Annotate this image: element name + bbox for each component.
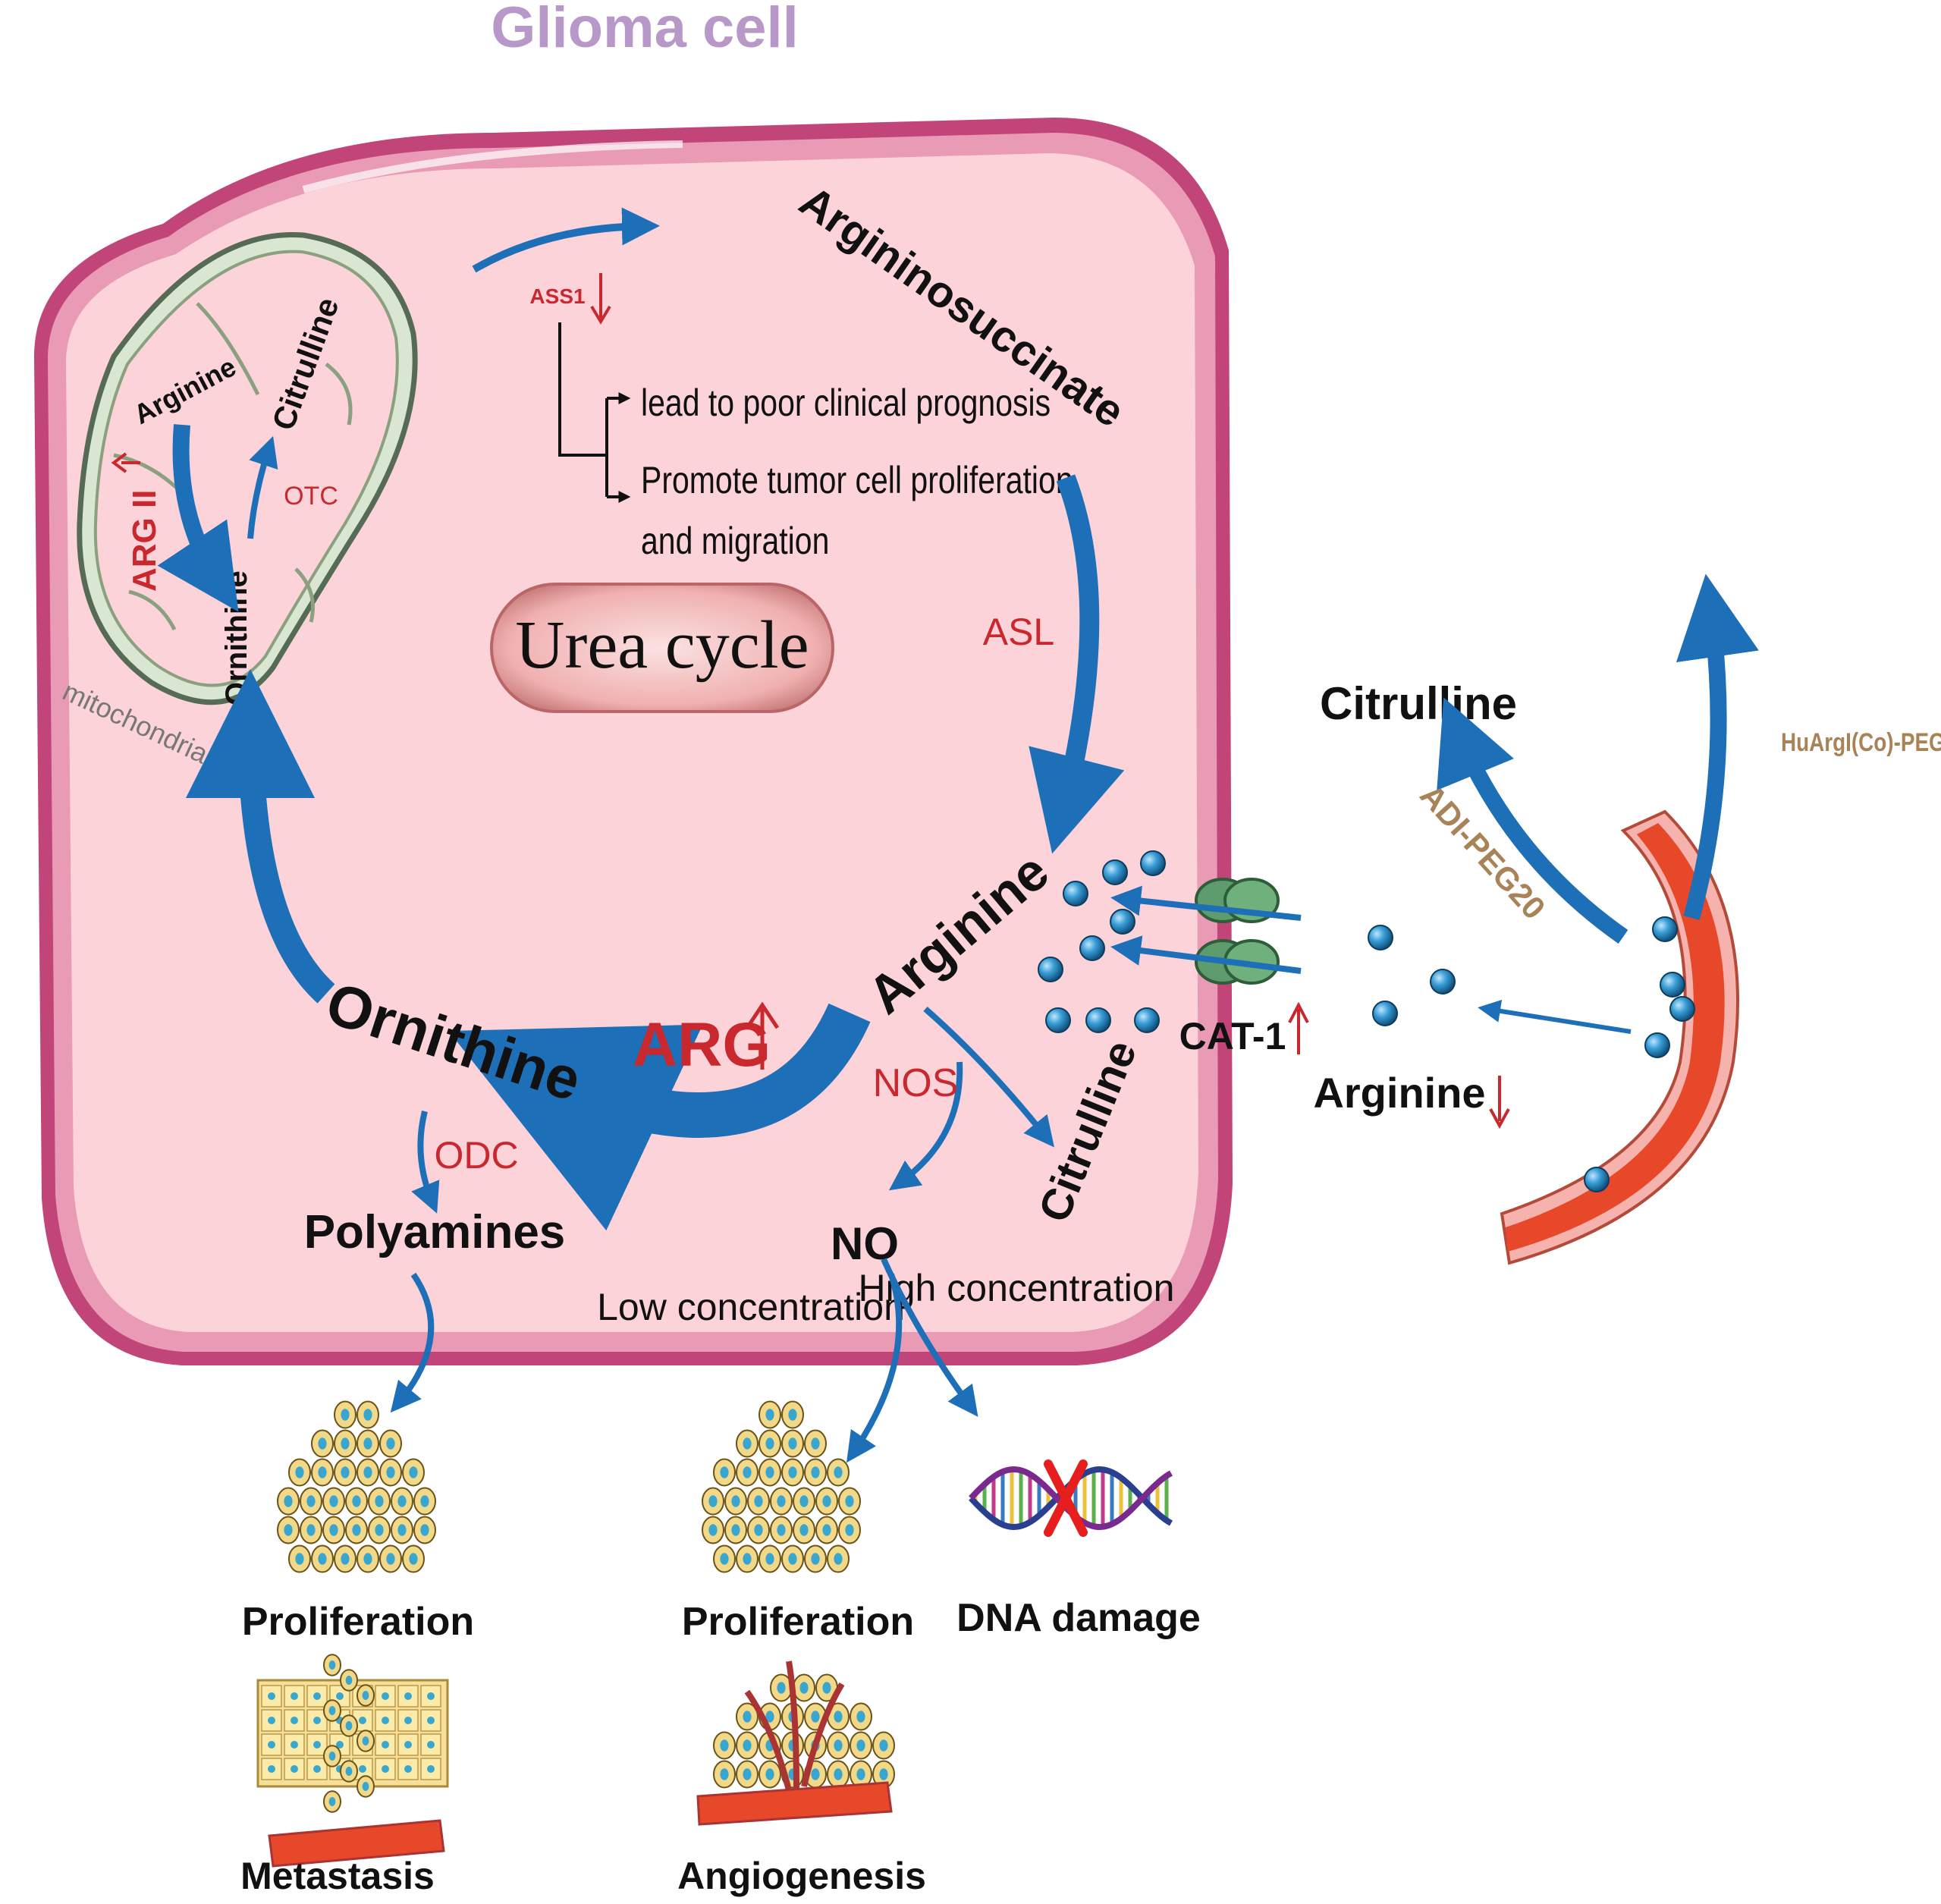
polyamines-label: Polyamines — [304, 1206, 566, 1258]
no-low-to-proliferation-arrow — [846, 1273, 903, 1463]
vessel-to-arginine-arrow — [1478, 999, 1632, 1034]
high-concentration-label: High concentration — [859, 1267, 1175, 1309]
otc-conversion-arrow — [247, 435, 278, 539]
extracellular-arginine-down-arrow-icon — [1489, 1076, 1510, 1130]
ass1-down-arrow-icon — [590, 273, 611, 325]
consequence-proliferation-line2: and migration — [641, 520, 829, 562]
arg2-conversion-arrow — [157, 424, 239, 612]
extracellular-arginine-label: Arginine — [1313, 1069, 1485, 1117]
urea-cycle-label: Urea cycle — [515, 608, 809, 683]
ass1-consequence-bracket — [558, 322, 631, 503]
adi-peg20-arrow — [1437, 697, 1628, 944]
enzyme-nos-label: NOS — [873, 1061, 959, 1105]
odc-arrow — [411, 1111, 440, 1214]
low-concentration-label: Low concentration — [597, 1286, 905, 1328]
outcome-angiogenesis-label: Angiogenesis — [677, 1855, 926, 1897]
angiogenesis-icon — [713, 1673, 895, 1789]
outcome-metastasis-label: Metastasis — [240, 1855, 435, 1897]
consequence-proliferation-line1: Promote tumor cell proliferation — [641, 459, 1073, 501]
ornithine-to-mitochondria-arrow — [186, 669, 335, 1004]
enzyme-arg-label: ARG — [633, 1010, 771, 1079]
arg2-up-arrow-icon — [111, 452, 140, 473]
proliferation-1-cluster-icon — [277, 1400, 436, 1573]
dna-damage-cross-icon — [1044, 1459, 1088, 1537]
arginine-molecules — [1038, 850, 1456, 1033]
arg-up-arrow-icon — [745, 1001, 780, 1070]
mito-ornithine-label: Ornithine — [220, 570, 253, 705]
enzyme-otc-label: OTC — [284, 482, 338, 511]
no-high-to-dna-damage-arrow — [881, 1258, 978, 1417]
cat1-label: CAT-1 — [1179, 1015, 1286, 1057]
asl-arrow — [1029, 474, 1125, 854]
nos-to-citrulline-arrow — [923, 1006, 1054, 1148]
drug-huarg-label: HuArgI(Co)-PEG5000 — [1781, 727, 1941, 756]
cat1-import-arrow-1 — [1110, 885, 1302, 921]
ass1-arrow — [472, 207, 660, 273]
urea-cycle-badge: Urea cycle — [490, 583, 834, 713]
proliferation-2-cluster-icon — [702, 1400, 861, 1573]
cat1-up-arrow-icon — [1288, 1001, 1309, 1054]
enzyme-ass1-label: ASS1 — [529, 284, 585, 308]
cat1-import-arrow-2 — [1110, 935, 1302, 974]
nos-to-no-arrow — [888, 1061, 963, 1191]
mitochondria: Arginine Citrulline Ornithine ARG II OTC… — [58, 231, 418, 770]
angiogenesis-vessel-icon — [696, 1661, 893, 1826]
consequence-poor-prognosis: lead to poor clinical prognosis — [641, 382, 1051, 424]
extracellular-citrulline-label: Citrulline — [1320, 678, 1517, 729]
arg-conversion-arrow — [448, 1003, 871, 1231]
enzyme-asl-label: ASL — [983, 611, 1055, 653]
huarg-arrow — [1676, 573, 1759, 920]
enzyme-arg2-label: ARG II — [126, 490, 163, 592]
outcome-proliferation-1-label: Proliferation — [242, 1600, 474, 1644]
blood-vessel — [1500, 809, 1739, 1265]
no-label: NO — [831, 1218, 899, 1269]
metastasis-icon — [256, 1654, 449, 1868]
outcome-proliferation-2-label: Proliferation — [682, 1600, 914, 1644]
polyamines-to-proliferation-arrow — [390, 1272, 435, 1413]
enzyme-odc-label: ODC — [434, 1134, 518, 1177]
diagram-title: Glioma cell — [491, 0, 799, 60]
outcome-dna-damage-label: DNA damage — [956, 1596, 1201, 1640]
